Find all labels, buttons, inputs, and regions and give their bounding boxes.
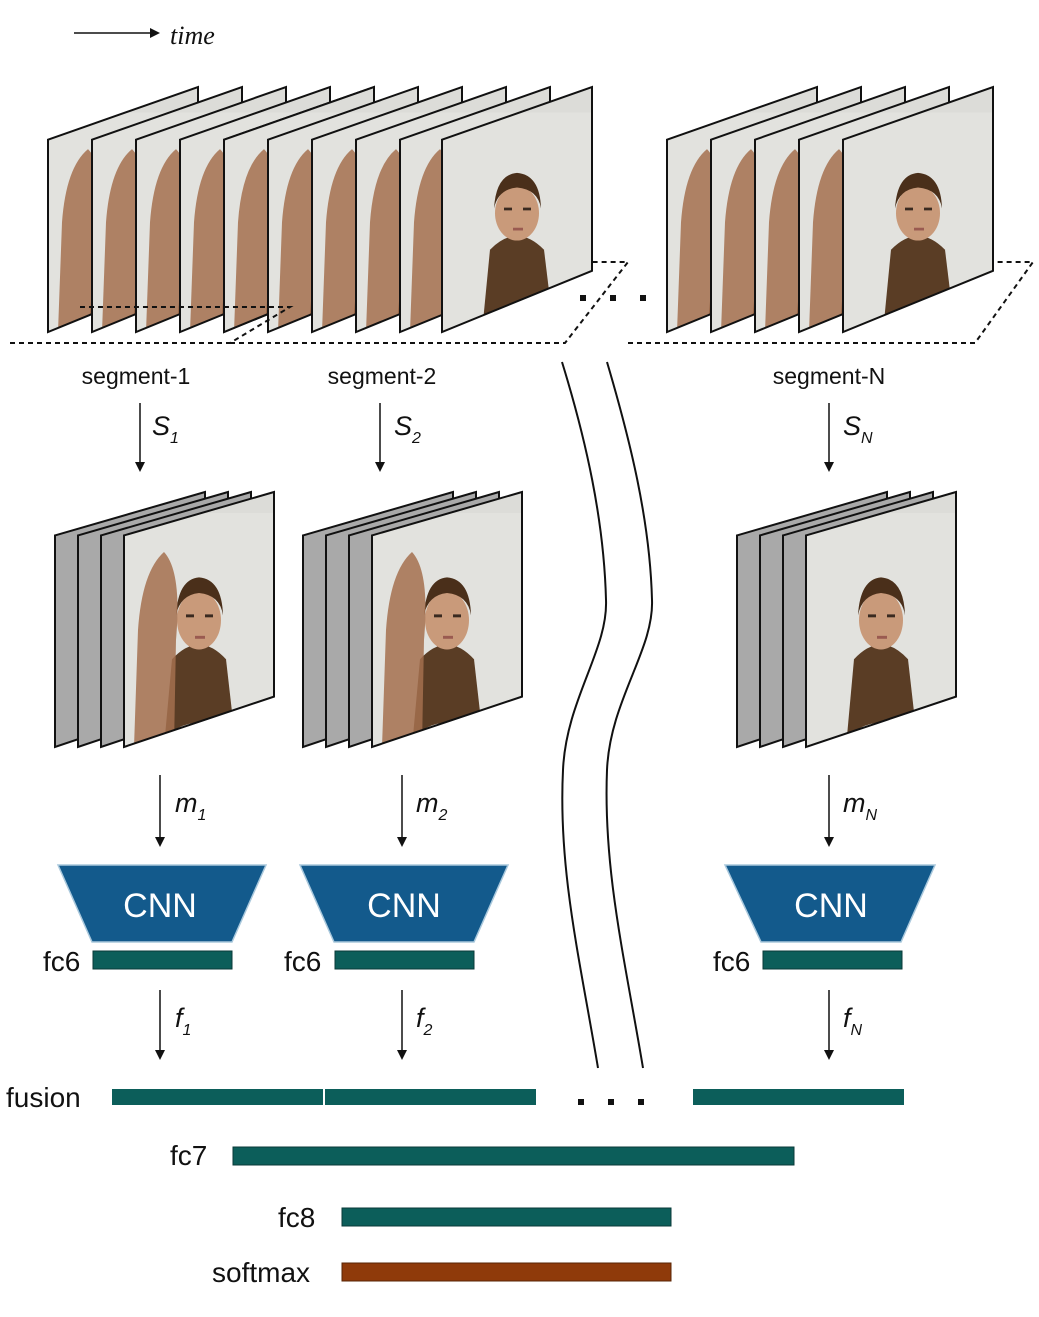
segment-n-label: segment-N xyxy=(773,363,885,389)
fc6-label-2: fc6 xyxy=(284,946,321,977)
motion-label-2: m2 xyxy=(416,788,448,824)
time-label: time xyxy=(170,21,215,50)
sampled-stack-1 xyxy=(54,490,275,749)
fc7-label: fc7 xyxy=(170,1140,207,1171)
fusion-bar-1 xyxy=(112,1089,323,1105)
cnn-label-2: CNN xyxy=(367,887,441,925)
fc8-bar xyxy=(341,1207,672,1227)
segment-1-label: segment-1 xyxy=(82,363,191,389)
cnn-block-2: CNN xyxy=(298,864,510,943)
sample-label-2: S2 xyxy=(394,411,421,447)
fc8-label: fc8 xyxy=(278,1202,315,1233)
fusion-label: fusion xyxy=(6,1082,81,1113)
mid1-front xyxy=(123,490,275,749)
cnn-block-1: CNN xyxy=(56,864,268,943)
frame-stack-segment-n xyxy=(666,85,994,334)
feature-label-1: f1 xyxy=(175,1003,191,1039)
sample-label-n: SN xyxy=(843,411,873,447)
fc6-bar-1 xyxy=(92,950,233,970)
segment-n-base xyxy=(628,261,1035,344)
feature-label-2: f2 xyxy=(416,1003,433,1039)
mid2-front xyxy=(371,490,523,749)
cnn-block-n: CNN xyxy=(723,864,937,943)
cnn-label-n: CNN xyxy=(794,887,868,925)
feature-label-n: fN xyxy=(843,1003,863,1039)
segment-1-base xyxy=(10,306,294,344)
fc6-label-1: fc6 xyxy=(43,946,80,977)
ellipsis-top xyxy=(580,295,646,301)
motion-label-1: m1 xyxy=(175,788,206,824)
fc6-label-n: fc6 xyxy=(713,946,750,977)
ellipsis-fusion xyxy=(578,1099,644,1105)
break-line-left xyxy=(561,361,608,1069)
sample-label-1: S1 xyxy=(152,411,179,447)
fusion-bar-n xyxy=(693,1089,904,1105)
break-line-right xyxy=(605,361,654,1069)
softmax-bar xyxy=(341,1262,672,1282)
sampled-stack-n xyxy=(736,490,957,749)
cnn-label-1: CNN xyxy=(123,887,197,925)
fc6-bar-n xyxy=(762,950,903,970)
motion-label-n: mN xyxy=(843,788,878,824)
midN-front xyxy=(805,490,957,749)
frame-stack-segment-2 xyxy=(223,85,593,334)
fc7-bar xyxy=(232,1146,795,1166)
sampled-stack-2 xyxy=(302,490,523,749)
fc6-bar-2 xyxy=(334,950,475,970)
softmax-label: softmax xyxy=(212,1257,310,1288)
segment-2-label: segment-2 xyxy=(328,363,437,389)
fusion-bar-2 xyxy=(325,1089,536,1105)
